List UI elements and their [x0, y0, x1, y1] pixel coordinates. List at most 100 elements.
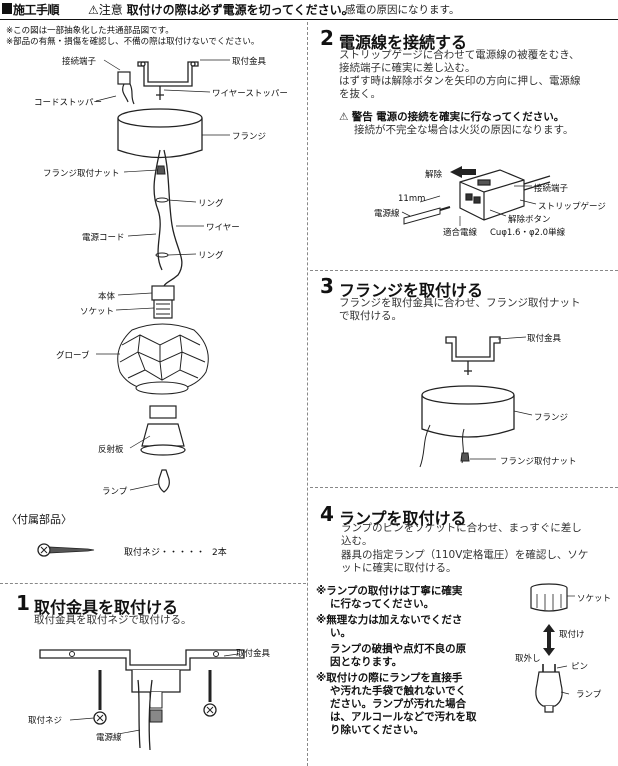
step2-warning-label: 警告 — [351, 111, 373, 123]
step4-lamp — [535, 664, 563, 713]
label-mount-bracket: 取付金具 — [232, 57, 267, 67]
label-socket: ソケット — [80, 307, 115, 317]
label-power-cord: 電源コード — [82, 233, 125, 243]
step2-title: 電源線を接続する — [339, 33, 468, 52]
step1-label-cord: 電源線 — [96, 733, 122, 743]
step4-label-socket: ソケット — [577, 594, 612, 604]
step2-desc-4: を抜く。 — [339, 88, 381, 100]
accessory-screw-qty: 2本 — [212, 548, 227, 558]
exploded-fixture-diagram — [95, 59, 230, 493]
label-flange: フランジ — [232, 132, 267, 142]
step2-connector-diagram — [401, 166, 551, 226]
caution-notice: ⚠注意 取付けの際は必ず電源を切ってください。 — [88, 1, 354, 18]
label-connector: 接続端子 — [62, 57, 97, 67]
step4-label-remove: 取外し — [515, 654, 541, 664]
warning-triangle-icon: ⚠ — [339, 111, 349, 123]
globe-drawing — [117, 323, 209, 395]
caution-cause: 感電の原因になります。 — [345, 4, 460, 16]
step1-screw-right — [203, 670, 217, 717]
step3-title: フランジを取付ける — [339, 281, 484, 300]
label-wire: ワイヤー — [206, 223, 240, 233]
accessory-screw-label: 取付ネジ・・・・・ — [124, 548, 206, 558]
header-square-bullet — [2, 3, 12, 14]
label-ring-2: リング — [198, 251, 224, 261]
step3-desc-1: フランジを取付金具に合わせ、フランジ取付ナット — [339, 297, 581, 309]
step4-lamp-diagram — [530, 583, 575, 713]
updown-arrow-icon — [543, 624, 555, 656]
step4-note-5: 因となります。 — [330, 656, 403, 668]
step4-title: ランプを取付ける — [339, 509, 467, 528]
reflector-drawing — [140, 405, 186, 456]
accessories-heading: 〈付属部品〉 — [6, 513, 72, 526]
step4-desc-1: ランプのピンをソケットに合わせ、まっすぐに差し — [341, 522, 582, 534]
step4-note-4: ランプの破損や点灯不良の原 — [330, 643, 467, 655]
section-divider-2-3 — [310, 270, 618, 271]
label-ring-1: リング — [198, 199, 224, 209]
step4-socket — [530, 583, 568, 612]
label-wire-stopper: ワイヤーストッパー — [212, 89, 288, 99]
step4-note-9: は、アルコールなどで汚れを取 — [330, 711, 477, 723]
step2-label-strip-gauge: ストリップゲージ — [538, 202, 606, 212]
step2-label-compatible: 適合電線 — [443, 228, 478, 238]
step1-desc: 取付金具を取付ネジで取付ける。 — [34, 614, 192, 626]
step4-label-install: 取付け — [559, 630, 585, 640]
connector-block — [459, 169, 525, 221]
page-title: 施工手順 — [13, 3, 60, 17]
step1-screw-left — [93, 670, 107, 725]
section-divider-acc-1 — [0, 583, 306, 584]
step3-number: 3 — [320, 274, 334, 298]
step2-label-spec: Cuφ1.6・φ2.0単線 — [490, 228, 566, 238]
step4-note-0: ※ランプの取付けは丁寧に確実 — [316, 585, 463, 597]
step2-warning-sub: 接続が不完全な場合は火災の原因になります。 — [354, 124, 574, 136]
step1-diagram — [39, 649, 245, 751]
step4-label-pin: ピン — [571, 662, 589, 672]
step2-desc-1: ストリップゲージに合わせて電源線の被覆をむき、 — [339, 49, 580, 61]
step4-desc-3: 器具の指定ランプ（110V定格電圧）を確認し、ソケ — [341, 549, 589, 561]
header-rule — [0, 19, 618, 20]
step4-note-2: ※無理な力は加えないでくださ — [316, 614, 463, 626]
step1-label-screw: 取付ネジ — [28, 716, 63, 726]
warning-triangle-icon: ⚠ — [88, 3, 99, 17]
step2-desc-3: はずす時は解除ボタンを矢印の方向に押し、電源線 — [339, 75, 581, 87]
step2-desc-2: 接続端子に確実に差し込む。 — [339, 62, 476, 74]
step1-title: 取付金具を取付ける — [34, 598, 179, 617]
step4-desc-2: 込む。 — [341, 535, 373, 547]
step1-number: 1 — [16, 591, 30, 615]
step4-note-3: い。 — [330, 627, 351, 639]
step4-note-8: ださい。ランプが汚れた場合 — [330, 698, 467, 710]
step2-label-length: 11mm — [398, 194, 426, 204]
section-divider-3-4 — [310, 487, 618, 488]
step2-warning: ⚠ 警告 電源の接続を確実に行なってください。 — [339, 111, 564, 124]
connector-drawing — [117, 71, 135, 105]
label-cord-stopper: コードストッパー — [34, 98, 103, 108]
step4-note-6: ※取付けの際にランプを直接手 — [316, 672, 463, 684]
step3-desc-2: で取付ける。 — [339, 310, 402, 322]
label-lamp: ランプ — [102, 487, 128, 497]
label-globe: グローブ — [56, 351, 90, 361]
step2-label-release-button: 解除ボタン — [508, 215, 551, 225]
step2-number: 2 — [320, 26, 334, 50]
bracket-drawing — [137, 61, 199, 87]
step4-note-7: や汚れた手袋で触れないでく — [330, 685, 467, 697]
step4-note-10: り除いてください。 — [330, 724, 424, 736]
screw-icon — [37, 543, 95, 557]
step2-label-wire: 電源線 — [374, 209, 400, 219]
caution-label: 注意 — [98, 3, 123, 17]
label-flange-nut: フランジ取付ナット — [43, 169, 120, 179]
step4-note-1: に行なってください。 — [330, 598, 435, 610]
step4-number: 4 — [320, 502, 334, 526]
step2-label-connector: 接続端子 — [534, 184, 569, 194]
step4-desc-4: ットに確実に取付ける。 — [341, 562, 457, 574]
page-header: 施工手順 ⚠注意 取付けの際は必ず電源を切ってください。 感電の原因になります。 — [0, 0, 618, 20]
column-divider — [307, 22, 308, 766]
step4-label-lamp: ランプ — [576, 690, 602, 700]
step3-flange — [421, 385, 515, 438]
flange-drawing — [117, 108, 203, 159]
step3-label-bracket: 取付金具 — [527, 334, 562, 344]
step3-diagram — [419, 336, 533, 468]
step2-warning-text: 電源の接続を確実に行なってください。 — [376, 111, 565, 123]
note-check-parts: ※部品の有無・損傷を確認し、不備の際は取付けないでください。 — [6, 37, 260, 47]
caution-text: 取付けの際は必ず電源を切ってください。 — [126, 3, 354, 17]
step1-label-bracket: 取付金具 — [236, 649, 271, 659]
label-reflector: 反射板 — [98, 445, 124, 455]
